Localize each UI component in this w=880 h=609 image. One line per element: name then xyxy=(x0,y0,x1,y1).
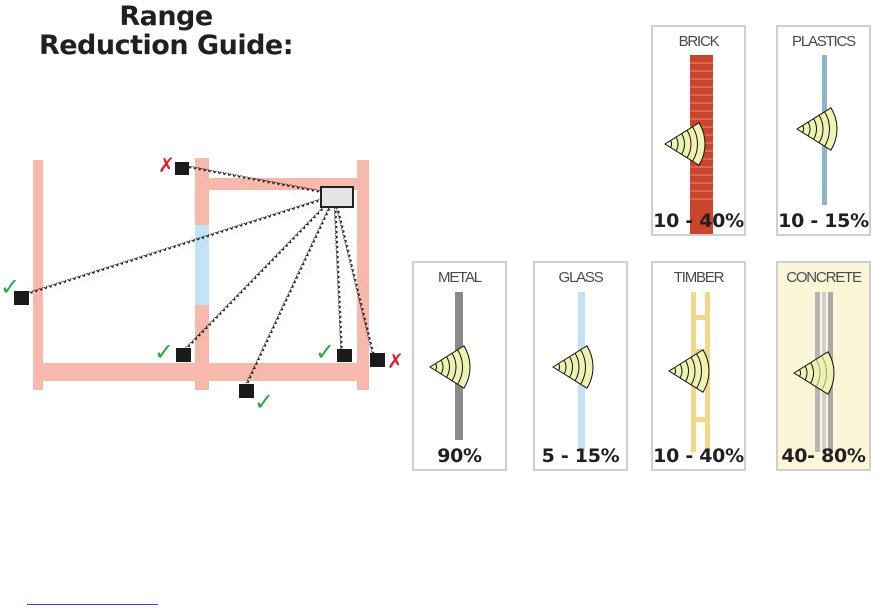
signal-arc xyxy=(799,369,801,377)
signal-arc xyxy=(686,129,692,159)
check-mark-middle: ✓ xyxy=(154,338,174,366)
floor-plan: ✗ ✓ ✓ ✓ ✓ ✗ xyxy=(0,153,404,416)
check-mark-outside: ✓ xyxy=(254,388,274,416)
sensor-far-left xyxy=(14,291,29,305)
signal-arc xyxy=(696,353,702,389)
check-mark-right: ✓ xyxy=(315,338,335,366)
material-card-brick: BRICK 10 - 40% xyxy=(651,25,746,236)
signal-arc xyxy=(435,363,437,371)
brick-illustration xyxy=(664,55,713,234)
sensor-outside-bottom xyxy=(239,384,254,398)
wall-bottom xyxy=(33,363,369,381)
signal-link xyxy=(180,194,340,358)
signal-arc xyxy=(569,356,573,378)
sensor-right-b xyxy=(370,353,385,367)
signal-arc xyxy=(558,363,560,371)
signal-arc xyxy=(580,349,586,385)
footer-underline xyxy=(27,604,158,605)
signal-arc xyxy=(810,362,814,384)
wall-left xyxy=(33,160,43,390)
sensor-top-left xyxy=(175,162,189,175)
concrete-illustration xyxy=(793,292,835,452)
check-mark-left: ✓ xyxy=(0,273,20,301)
signal-arc xyxy=(681,133,685,155)
cross-mark-right: ✗ xyxy=(387,349,404,373)
material-card-metal: METAL 90% xyxy=(412,261,507,471)
signal-arc xyxy=(824,111,830,147)
title-line-2: Reduction Guide: xyxy=(38,30,294,61)
signal-arc xyxy=(440,359,444,375)
signal-arc xyxy=(821,355,827,391)
signal-arc xyxy=(563,359,567,375)
material-reduction: 5 - 15% xyxy=(541,445,620,467)
material-card-timber: TIMBER 10 - 40% xyxy=(651,261,746,471)
signal-arc xyxy=(818,114,824,144)
material-reduction: 10 - 40% xyxy=(653,210,744,232)
signal-arc xyxy=(815,358,821,388)
signal-arc xyxy=(674,367,676,375)
signal-arc xyxy=(802,125,804,133)
material-card-concrete: CONCRETE 40- 80% xyxy=(776,261,871,471)
signal-arc xyxy=(813,118,817,140)
material-name: TIMBER xyxy=(673,269,725,286)
cross-mark-top: ✗ xyxy=(158,153,175,177)
diagram-title: Range Reduction Guide: xyxy=(30,2,302,60)
signal-arc xyxy=(446,356,450,378)
signal-arc xyxy=(690,356,696,386)
hub-device xyxy=(320,186,354,208)
signal-arc xyxy=(692,126,698,162)
signal-arc xyxy=(807,121,811,137)
material-reduction: 10 - 40% xyxy=(653,445,744,467)
material-reduction: 10 - 15% xyxy=(778,210,869,232)
material-name: PLASTICS xyxy=(792,33,856,50)
signal-arc xyxy=(679,363,683,379)
title-line-1: Range xyxy=(119,1,213,32)
signal-link xyxy=(19,193,339,302)
signal-link xyxy=(181,164,338,201)
timber-illustration xyxy=(668,292,710,452)
material-card-glass: GLASS 5 - 15% xyxy=(533,261,628,471)
material-card-plastics: PLASTICS 10 - 15% xyxy=(776,25,871,236)
material-reduction: 90% xyxy=(437,445,482,467)
signal-arc xyxy=(451,352,457,382)
glass-illustration xyxy=(552,292,594,452)
plastics-illustration xyxy=(796,55,838,205)
material-reduction: 40- 80% xyxy=(781,445,866,467)
material-name: GLASS xyxy=(558,269,603,286)
sensor-right-a xyxy=(337,349,352,362)
signal-arc xyxy=(685,360,689,382)
signal-arc xyxy=(457,349,463,385)
window-pane xyxy=(195,225,209,305)
signal-arc xyxy=(804,365,808,381)
wall-right xyxy=(357,160,369,390)
signal-link xyxy=(242,195,341,393)
material-name: BRICK xyxy=(678,33,720,50)
signal-arc xyxy=(670,140,672,148)
signal-links xyxy=(19,164,381,393)
signal-arc xyxy=(574,352,580,382)
signal-link xyxy=(333,196,348,356)
sensor-middle xyxy=(176,348,191,362)
material-name: METAL xyxy=(438,269,482,286)
signal-arc xyxy=(675,136,679,152)
material-name: CONCRETE xyxy=(786,269,862,286)
signal-link xyxy=(333,196,381,361)
metal-illustration xyxy=(429,292,471,440)
